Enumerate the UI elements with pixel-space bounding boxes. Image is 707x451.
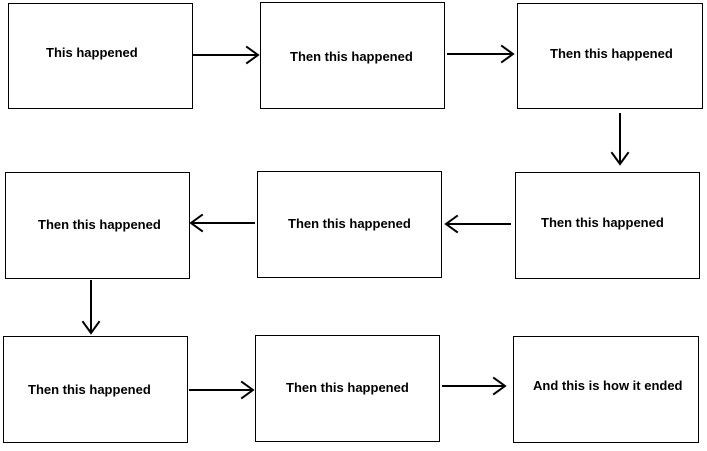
flow-box-4-label: Then this happened [541, 215, 664, 230]
flow-box-1-label: This happened [46, 45, 138, 60]
flow-box-6: Then this happened [5, 172, 190, 279]
flow-box-3-label: Then this happened [550, 46, 673, 61]
flow-box-8: Then this happened [255, 335, 440, 442]
flow-box-6-label: Then this happened [38, 217, 161, 232]
flow-box-1: This happened [8, 3, 193, 109]
flow-box-8-label: Then this happened [286, 380, 409, 395]
arrow-down [81, 280, 101, 335]
flow-box-2-label: Then this happened [290, 49, 413, 64]
flow-box-7: Then this happened [3, 336, 188, 443]
arrow-right [442, 376, 507, 396]
flow-box-9-label: And this is how it ended [533, 378, 683, 393]
arrow-left [444, 214, 511, 234]
arrow-right [193, 45, 260, 65]
flow-box-4: Then this happened [515, 172, 700, 279]
arrow-right [447, 44, 515, 64]
flow-box-5: Then this happened [257, 171, 442, 278]
arrow-down [610, 113, 630, 166]
arrow-right [189, 380, 255, 400]
flow-box-7-label: Then this happened [28, 382, 151, 397]
flow-box-3: Then this happened [517, 3, 703, 109]
flow-box-5-label: Then this happened [288, 216, 411, 231]
flow-box-2: Then this happened [260, 2, 445, 109]
flow-box-9: And this is how it ended [513, 336, 699, 443]
arrow-left [189, 213, 255, 233]
